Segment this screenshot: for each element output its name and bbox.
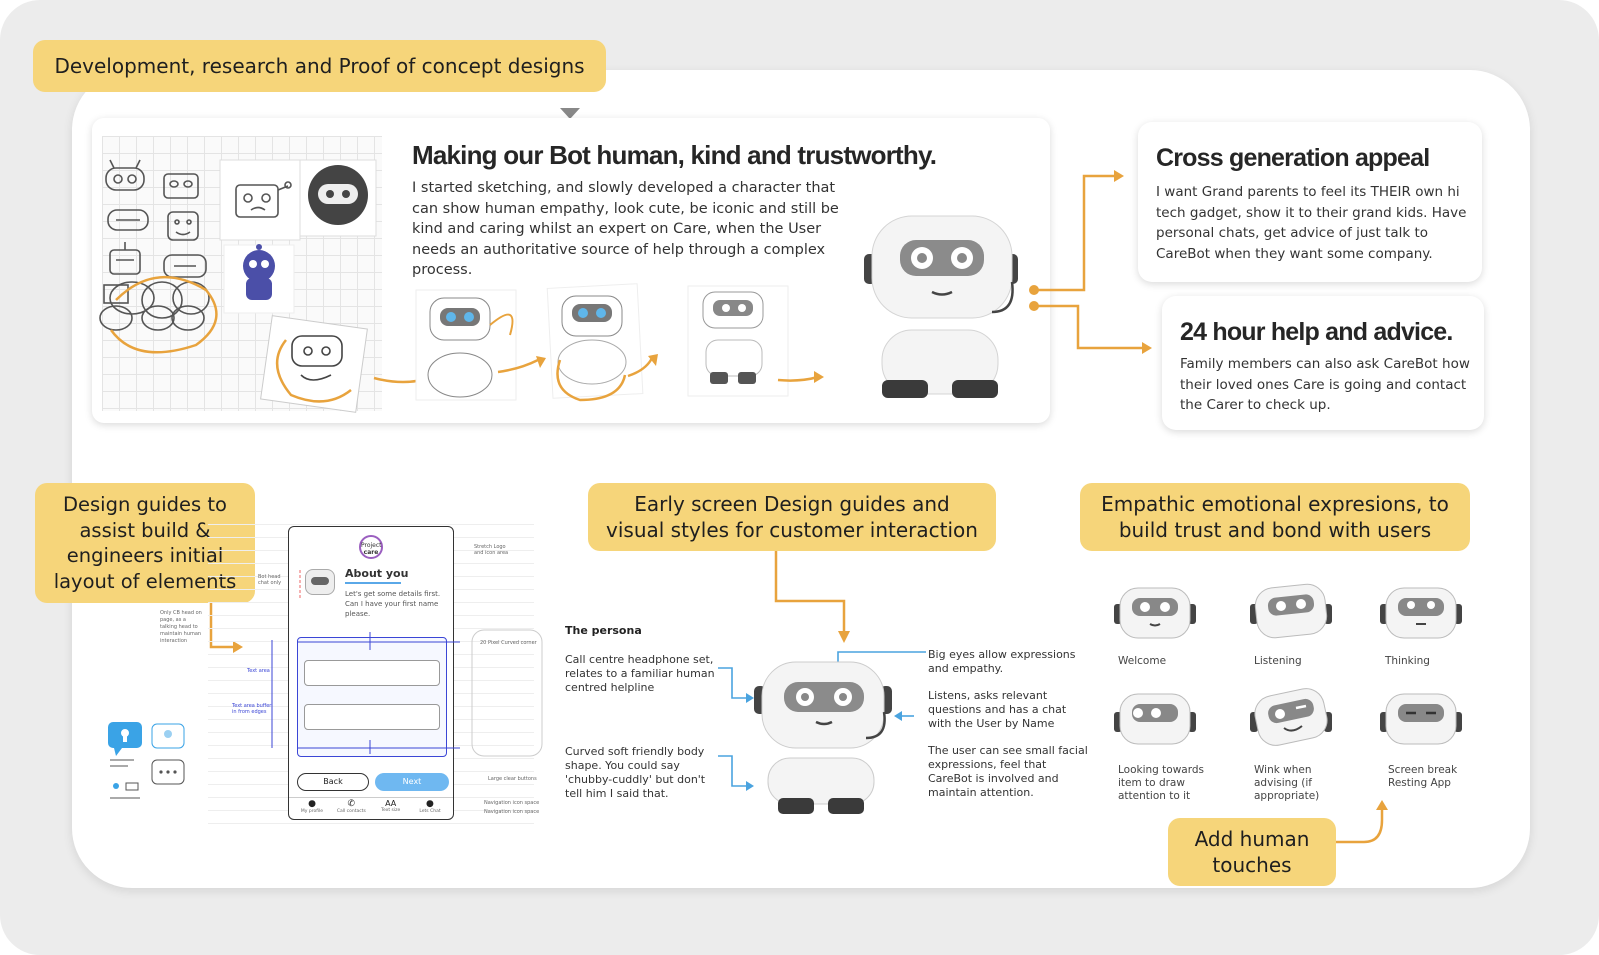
expression-label-listening: Listening — [1254, 655, 1302, 667]
note-nav-space-2: Navigation icon space — [484, 809, 540, 815]
expression-label-looking: Looking towards item to draw attention t… — [1118, 764, 1204, 802]
persona-note-expressions: The user can see small facial expression… — [928, 744, 1088, 799]
logo-top-text: Project — [361, 542, 382, 549]
next-button[interactable]: Next — [375, 773, 449, 791]
persona-note-eyes: Big eyes allow expressions and empathy. — [928, 648, 1076, 675]
cross-generation-card: Cross generation appeal I want Grand par… — [1138, 122, 1482, 282]
note-curved-corner: 20 Pixel Curved corner — [480, 640, 537, 646]
empathic-text: Empathic emotional expresions, to build … — [1101, 492, 1449, 542]
early-screen-text: Early screen Design guides and visual st… — [606, 492, 978, 542]
nav-item-profile[interactable]: ●My profile — [293, 799, 331, 814]
note-logo-area: Stretch Logo and icon area — [474, 544, 509, 556]
back-button[interactable]: Back — [297, 773, 369, 791]
note-large-buttons: Large clear buttons — [488, 776, 537, 782]
nav-label: My profile — [300, 809, 324, 814]
nav-item-chat[interactable]: ●Lets Chat — [411, 799, 449, 814]
note-bot-head: Bot head chat only — [258, 574, 282, 586]
empathic-pill: Empathic emotional expresions, to build … — [1080, 483, 1470, 551]
bot-evolution-icon — [415, 283, 824, 402]
wireframe-annotations-icon — [271, 570, 543, 757]
help-24-body: Family members can also ask CareBot how … — [1180, 356, 1470, 413]
design-guides-text: Design guides to assist build & engineer… — [53, 493, 237, 593]
branch-arrows-icon — [1029, 170, 1152, 354]
nav-label: Call contacts — [336, 809, 366, 814]
phone-icon: ✆ — [347, 799, 356, 809]
title-underline — [345, 582, 401, 584]
early-screen-arrow-icon — [774, 551, 850, 643]
cross-generation-title: Cross generation appeal — [1156, 144, 1430, 172]
chat-bubbles-icon — [108, 722, 185, 799]
nav-item-call[interactable]: ✆Call contacts — [332, 799, 370, 814]
persona-note-body: Curved soft friendly body shape. You cou… — [565, 745, 706, 800]
text-area-zone — [297, 637, 447, 757]
cross-generation-body: I want Grand parents to feel its THEIR o… — [1156, 184, 1467, 262]
nav-label: Text size — [381, 808, 401, 813]
human-touches-text: Add human touches — [1194, 827, 1310, 877]
expression-label-thinking: Thinking — [1385, 655, 1430, 667]
persona-bot-icon — [718, 651, 926, 814]
hero-body: I started sketching, and slowly develope… — [412, 180, 839, 278]
text-input-1[interactable] — [304, 660, 440, 686]
persona-note-listens: Listens, asks relevant questions and has… — [928, 689, 1067, 730]
user-icon: ● — [308, 799, 316, 809]
help-24-card: 24 hour help and advice. Family members … — [1162, 296, 1484, 430]
nav-divider — [289, 797, 453, 798]
bot-head-icon — [305, 569, 335, 595]
project-care-logo: Project care — [359, 535, 383, 559]
pointer-triangle-icon — [560, 108, 580, 119]
expression-label-wink: Wink when advising (if appropriate) — [1254, 764, 1320, 802]
text-input-2[interactable] — [304, 704, 440, 730]
phone-wireframe: Project care About you Let's get some de… — [288, 526, 454, 820]
text-size-icon: AA — [385, 799, 397, 808]
help-24-title: 24 hour help and advice. — [1180, 318, 1453, 346]
note-nav-space-1: Navigation icon space — [484, 800, 540, 806]
carebot-main-icon — [864, 215, 1018, 398]
human-touches-pill: Add human touches — [1168, 818, 1336, 886]
persona-note-headphone: Call centre headphone set, relates to a … — [565, 653, 715, 694]
early-screen-pill: Early screen Design guides and visual st… — [588, 483, 996, 551]
note-talking-head: Only CB head on page, as a talking head … — [160, 610, 202, 644]
note-text-area: Text area — [247, 668, 270, 674]
expression-faces-icon — [1114, 583, 1462, 746]
hero-title: Making our Bot human, kind and trustwort… — [412, 140, 937, 170]
about-you-message: Let's get some details first. Can I have… — [345, 590, 441, 618]
expression-label-welcome: Welcome — [1118, 655, 1167, 667]
about-you-title: About you — [345, 567, 409, 580]
nav-label: Lets Chat — [419, 809, 441, 814]
header-pill-text: Development, research and Proof of conce… — [54, 54, 585, 78]
human-touches-arrow-icon — [1336, 800, 1388, 844]
mic-icon: ● — [426, 799, 434, 809]
persona-title: The persona — [565, 624, 642, 637]
expression-label-resting: Screen break Resting App — [1388, 764, 1458, 789]
header-pill: Development, research and Proof of conce… — [33, 40, 606, 92]
logo-bottom-text: care — [363, 549, 379, 556]
note-text-buffer: Text area buffer in from edges — [232, 703, 272, 715]
sketch-heads-icon — [99, 159, 440, 413]
